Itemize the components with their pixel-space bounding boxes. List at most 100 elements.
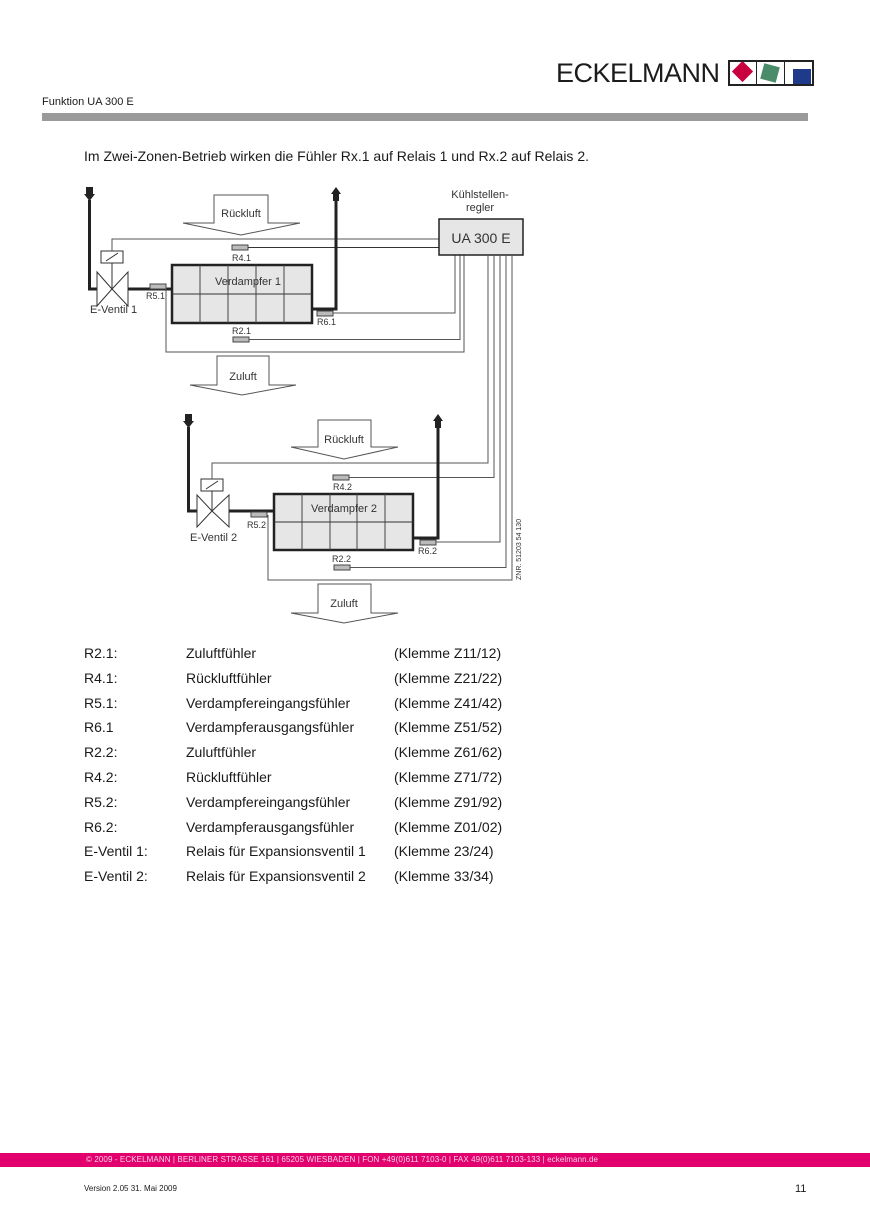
sensor-r2-2 — [333, 564, 351, 571]
legend-description: Rückluftfühler — [186, 768, 272, 785]
sensor-wire-r2-2 — [350, 255, 507, 568]
sensor-label-r4-1: R4.1 — [232, 253, 251, 263]
controller-ua300e: UA 300 E — [438, 218, 524, 256]
legend-row: R6.1 Verdampferausgangsfühler (Klemme Z51/… — [84, 719, 502, 744]
sensor-label-r6-1: R6.1 — [317, 317, 336, 327]
sensor-wire-r5-2 — [267, 255, 513, 581]
legend-terminal: (Klemme Z21/22) — [394, 669, 503, 686]
controller-caption-line2: regler — [466, 202, 494, 214]
refrigerant-pipe-outlet-1 — [312, 195, 338, 311]
legend-terminal: (Klemme Z41/42) — [394, 694, 503, 711]
refrigerant-pipe-inlet-1 — [88, 200, 97, 291]
return-air-label-1: Rückluft — [221, 208, 261, 220]
legend-code: R6.2: — [84, 818, 118, 835]
valve-label-1: E-Ventil 1 — [90, 304, 137, 316]
legend-row: R4.2: Rückluftfühler (Klemme Z71/72) — [84, 769, 502, 794]
legend-row: R2.1: Zuluftfühler (Klemme Z11/12) — [84, 645, 502, 670]
sensor-label-r6-2: R6.2 — [418, 546, 437, 556]
outlet-arrow-icon-2 — [433, 414, 443, 428]
evaporator-label-1: Verdampfer 1 — [215, 276, 281, 288]
page-number: 11 — [795, 1183, 807, 1195]
intro-paragraph: Im Zwei-Zonen-Betrieb wirken die Fühler … — [84, 148, 589, 164]
legend-row: R5.1: Verdampfereingangsfühler (Klemme Z41… — [84, 695, 502, 720]
legend-terminal: (Klemme Z11/12) — [394, 645, 502, 661]
sensor-r4-1 — [231, 244, 249, 251]
inlet-arrow-icon-2 — [183, 414, 194, 428]
sensor-label-r2-2: R2.2 — [332, 554, 351, 564]
sensor-wire-r6-2 — [436, 255, 501, 543]
logo-blue-square-icon — [792, 69, 811, 84]
sensor-label-r2-1: R2.1 — [232, 326, 251, 336]
sensor-legend: R2.1: Zuluftfühler (Klemme Z11/12) R4.1: Rüc… — [84, 645, 502, 893]
sensor-label-r4-2: R4.2 — [333, 482, 352, 492]
supply-air-label-2: Zuluft — [330, 598, 358, 610]
refrigerant-pipe-outlet-2 — [413, 423, 440, 540]
sensor-r6-2 — [419, 539, 437, 546]
logo-wordmark: ECKELMANN — [556, 57, 720, 88]
legend-terminal: (Klemme Z71/72) — [394, 768, 503, 785]
legend-description: Relais für Expansionsventil 2 — [186, 868, 366, 885]
valve-wire-1 — [111, 238, 440, 251]
controller-caption-line1: Kühlstellen- — [451, 189, 509, 201]
valve-wire-2 — [211, 255, 489, 479]
legend-code: R2.2: — [84, 744, 118, 761]
expansion-valve-1-icon — [96, 250, 129, 308]
wiring-diagram: E-Ventil 1 Rückluft R4.1 Verdampfer 1 R5… — [84, 187, 524, 624]
sensor-r5-1 — [149, 283, 167, 290]
legend-terminal: (Klemme 33/34) — [394, 868, 494, 885]
evaporator-2: Verdampfer 2 — [272, 492, 415, 552]
legend-code: R4.1: — [84, 669, 118, 686]
section-title: Funktion UA 300 E — [42, 96, 134, 108]
return-air-arrow-1: Rückluft — [182, 194, 301, 236]
footer-address: © 2009 - ECKELMANN | BERLINER STRASSE 16… — [86, 1155, 599, 1164]
supply-air-arrow-1: Zuluft — [189, 355, 297, 396]
return-air-arrow-2: Rückluft — [290, 419, 399, 460]
controller-label: UA 300 E — [451, 230, 510, 246]
expansion-valve-2-icon — [196, 478, 230, 529]
legend-terminal: (Klemme Z51/52) — [394, 719, 503, 736]
legend-description: Zuluftfühler — [186, 744, 257, 761]
legend-code: R5.2: — [84, 793, 118, 810]
sensor-wire-r6-1 — [333, 255, 456, 314]
header-divider — [42, 113, 808, 121]
legend-code: R4.2: — [84, 768, 118, 785]
legend-code: R5.1: — [84, 694, 118, 711]
supply-air-arrow-2: Zuluft — [290, 583, 399, 624]
refrigerant-pipe-inlet-2 — [187, 427, 197, 513]
legend-description: Verdampfereingangsfühler — [186, 694, 351, 711]
legend-description: Verdampferausgangsfühler — [186, 719, 355, 736]
legend-row: R4.1: Rückluftfühler (Klemme Z21/22) — [84, 670, 502, 695]
version-info: Version 2.05 31. Mai 2009 — [84, 1184, 177, 1193]
legend-terminal: (Klemme Z61/62) — [394, 744, 503, 761]
evaporator-label-2: Verdampfer 2 — [311, 503, 377, 515]
legend-row: R6.2: Verdampferausgangsfühler (Klemme Z01… — [84, 819, 502, 844]
legend-terminal: (Klemme Z01/02) — [394, 818, 503, 835]
legend-description: Rückluftfühler — [186, 669, 272, 686]
sensor-wire-r4-2 — [349, 255, 495, 478]
legend-terminal: (Klemme 23/24) — [394, 843, 494, 860]
sensor-label-r5-2: R5.2 — [247, 520, 266, 530]
legend-description: Verdampfereingangsfühler — [186, 793, 351, 810]
return-air-label-2: Rückluft — [324, 434, 364, 446]
legend-row: R5.2: Verdampfereingangsfühler (Klemme Z91… — [84, 794, 502, 819]
sensor-wire-r5-1 — [165, 255, 465, 353]
sensor-label-r5-1: R5.1 — [146, 291, 165, 301]
sensor-r2-1 — [232, 336, 250, 343]
evaporator-1: Verdampfer 1 — [170, 263, 314, 325]
legend-description: Relais für Expansionsventil 1 — [186, 843, 366, 860]
sensor-r4-2 — [332, 474, 350, 481]
legend-code: E-Ventil 2: — [84, 868, 148, 885]
eckelmann-logo: ECKELMANN — [556, 58, 814, 88]
legend-terminal: (Klemme Z91/92) — [394, 793, 503, 810]
legend-code: E-Ventil 1: — [84, 843, 148, 860]
legend-code: R2.1: — [84, 645, 118, 661]
footer-bar — [0, 1153, 870, 1167]
drawing-number: ZNR. 51203 54 130 — [516, 519, 523, 580]
sensor-r6-1 — [316, 310, 334, 317]
legend-description: Zuluftfühler — [186, 645, 257, 661]
legend-row: R2.2: Zuluftfühler (Klemme Z61/62) — [84, 744, 502, 769]
logo-mark — [727, 60, 814, 86]
legend-code: R6.1 — [84, 719, 114, 736]
legend-description: Verdampferausgangsfühler — [186, 818, 355, 835]
sensor-wire-r2-1 — [249, 255, 461, 340]
